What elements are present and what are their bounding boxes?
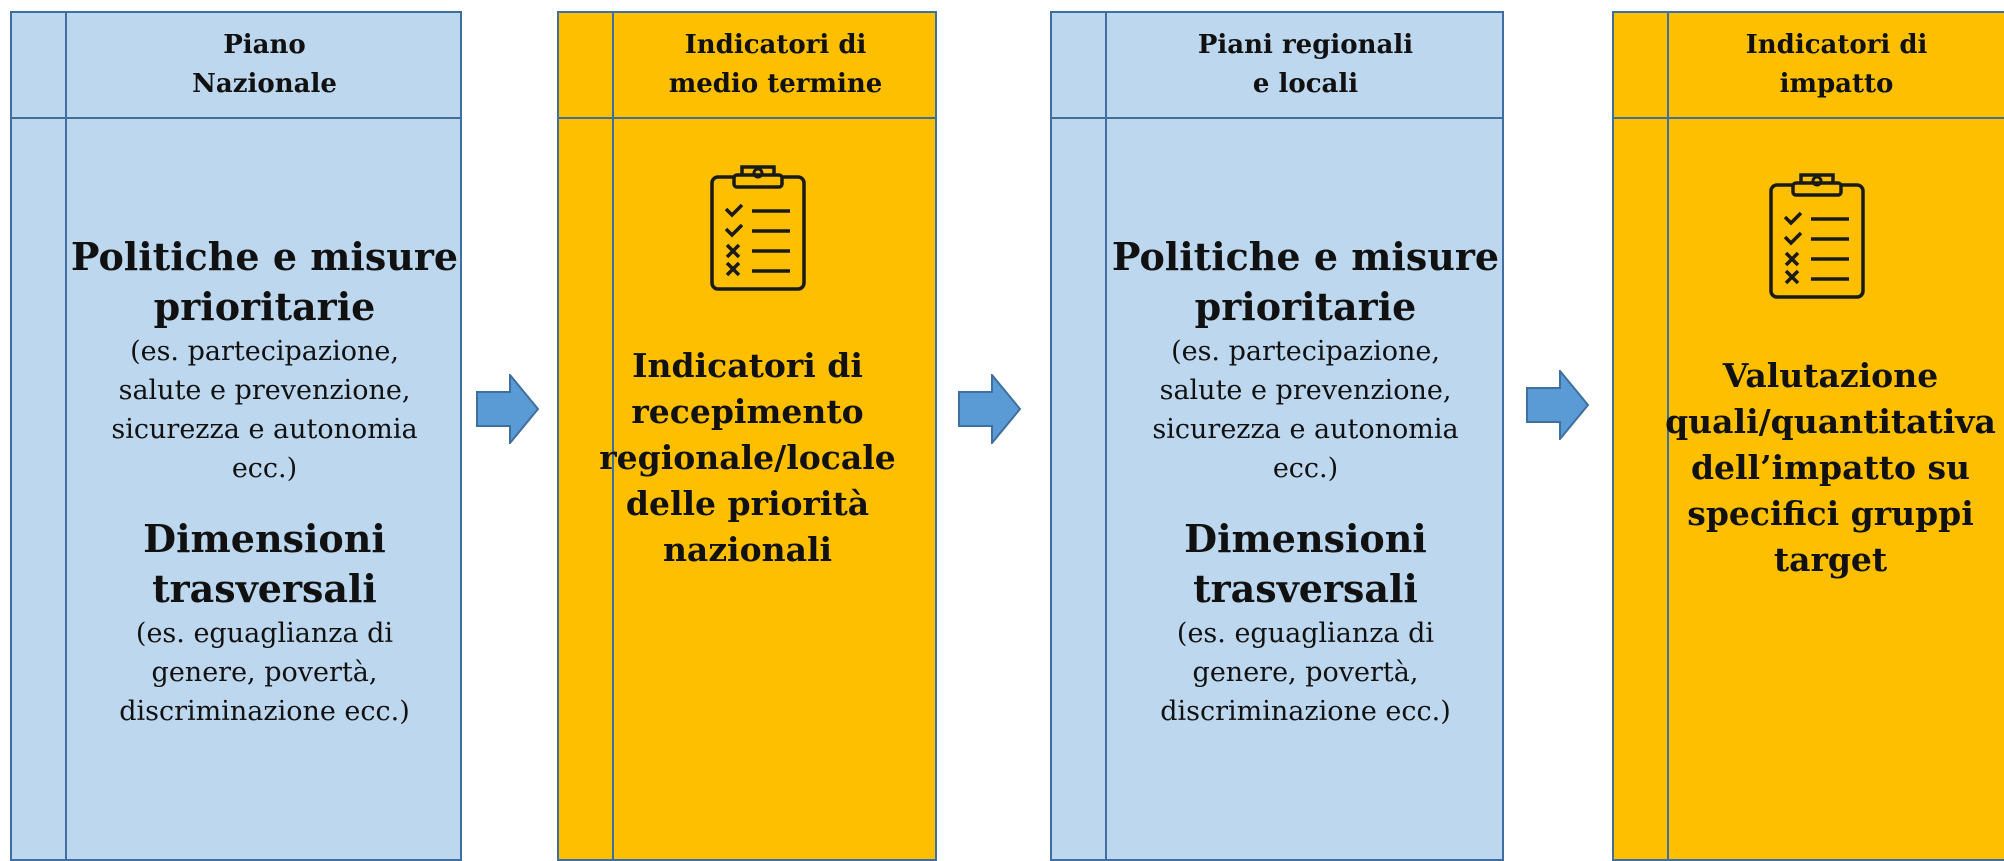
header-divider: [559, 117, 935, 119]
column-header: Piano Nazionale: [192, 30, 337, 99]
column-body: Indicatori di recepimento regionale/loca…: [599, 119, 935, 859]
section-title: Politiche e misure prioritarie: [70, 234, 459, 329]
column-strip: [12, 13, 67, 859]
column-strip: [559, 13, 614, 859]
indicator-description: Indicatori di recepimento regionale/loca…: [599, 346, 896, 569]
checklist-clipboard-icon: [1768, 173, 1865, 299]
section-title: Dimensioni trasversali: [1184, 516, 1427, 611]
column-piani-regionali-locali: Piani regionali e locali Politiche e mis…: [1050, 11, 1504, 861]
section-title: Dimensioni trasversali: [143, 516, 386, 611]
column-indicatori-medio-termine: Indicatori di medio termine Indicatori d…: [557, 11, 937, 861]
header-divider: [1614, 117, 2004, 119]
section-description: (es. partecipazione, salute e prevenzion…: [111, 336, 418, 484]
section-description: (es. partecipazione, salute e prevenzion…: [1152, 336, 1459, 484]
section-description: (es. eguaglianza di genere, povertà, dis…: [119, 618, 410, 727]
column-indicatori-impatto: Indicatori di impatto Valutazione quali/…: [1612, 11, 2004, 861]
column-strip: [1614, 13, 1669, 859]
column-header: Indicatori di impatto: [1745, 30, 1928, 99]
indicator-description: Valutazione quali/quantitativa dell’impa…: [1665, 356, 1996, 579]
right-arrow-icon: [958, 374, 1022, 444]
header-divider: [12, 117, 460, 119]
column-piano-nazionale: Piano Nazionale Politiche e misure prior…: [10, 11, 462, 861]
section-title: Politiche e misure prioritarie: [1111, 234, 1500, 329]
header-divider: [1052, 117, 1502, 119]
column-body: Valutazione quali/quantitativa dell’impa…: [1665, 119, 2004, 859]
section-description: (es. eguaglianza di genere, povertà, dis…: [1160, 618, 1451, 727]
right-arrow-icon: [476, 374, 540, 444]
column-body: Politiche e misure prioritarie (es. part…: [69, 119, 460, 859]
column-header: Indicatori di medio termine: [668, 30, 883, 99]
checklist-clipboard-icon: [709, 165, 806, 291]
column-body: Politiche e misure prioritarie (es. part…: [1109, 119, 1502, 859]
column-header: Piani regionali e locali: [1197, 30, 1414, 99]
column-strip: [1052, 13, 1107, 859]
right-arrow-icon: [1526, 370, 1590, 440]
